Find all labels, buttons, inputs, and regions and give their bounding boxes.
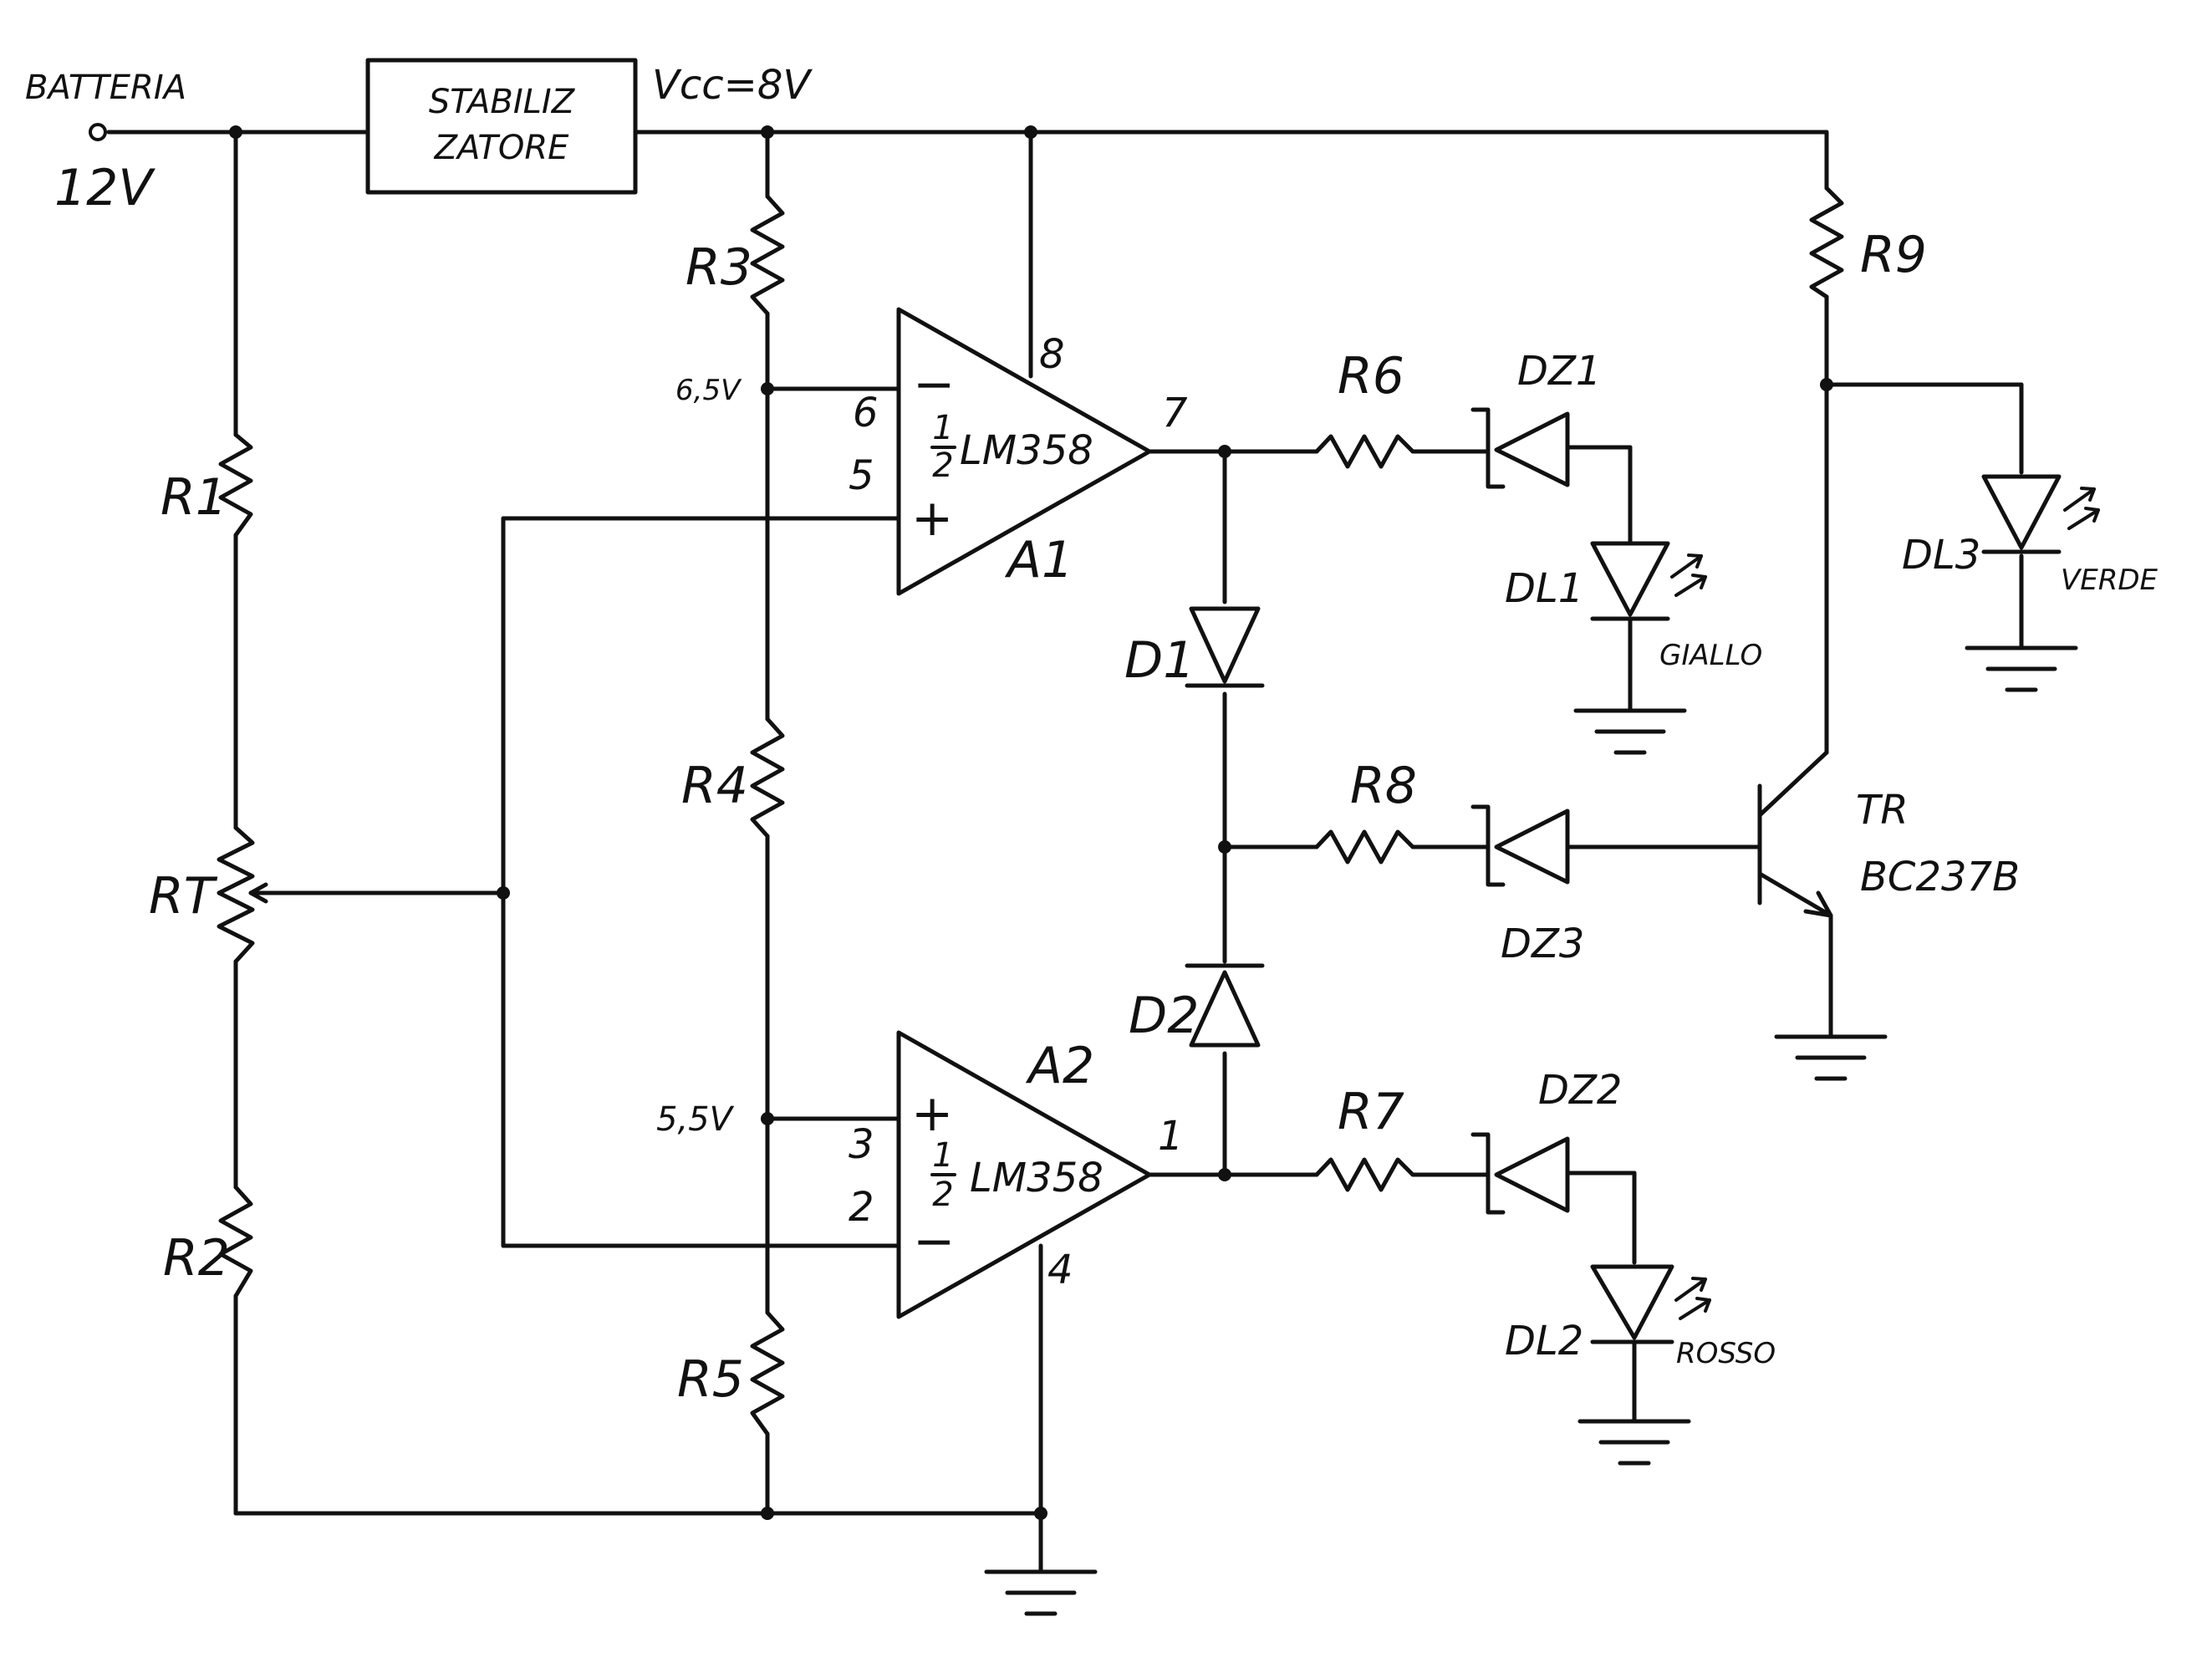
resistor-r8: [1314, 829, 1415, 865]
rt-label: RT: [149, 867, 218, 926]
led-dl2: [1590, 1264, 1711, 1344]
node-voltage-lower: 5,5V: [656, 1100, 735, 1139]
dz2-label: DZ2: [1538, 1067, 1622, 1114]
stabilizer-box: [365, 58, 638, 195]
resistor-rt: [217, 825, 268, 964]
resistor-r3: [750, 194, 785, 316]
ground-dl2: [1577, 1419, 1691, 1466]
junction-dots: [89, 123, 1833, 1520]
led-dl3: [1981, 474, 2100, 554]
pin5-label: 5: [849, 452, 874, 499]
zener-dz1: [1470, 407, 1570, 489]
vcc-label: Vcc=8V: [652, 62, 813, 109]
opamp-a1: [896, 307, 1152, 596]
resistor-r1: [218, 432, 253, 538]
half-lower-den: 2: [932, 1176, 953, 1214]
ground-main: [984, 1569, 1098, 1616]
resistor-r5: [750, 1310, 785, 1436]
r7-label: R7: [1338, 1083, 1404, 1141]
d1-label: D1: [1124, 631, 1195, 690]
diode-d1: [1185, 606, 1265, 688]
opamp-a2-label: A2: [1025, 1037, 1094, 1095]
ground-dl1: [1573, 708, 1687, 755]
opamp-a2: [896, 1030, 1152, 1319]
a2-plus-sign: +: [911, 1084, 953, 1143]
a1-plus-sign: +: [911, 489, 953, 548]
r6-label: R6: [1338, 347, 1404, 405]
r8-label: R8: [1350, 757, 1417, 815]
a1-minus-sign: −: [913, 355, 955, 414]
r9-label: R9: [1860, 226, 1927, 284]
opamp-a1-label: A1: [1004, 531, 1073, 589]
r4-label: R4: [681, 757, 748, 815]
dz1-label: DZ1: [1517, 348, 1601, 395]
pin1-label: 1: [1158, 1113, 1184, 1160]
dl2-label: DL2: [1505, 1318, 1583, 1364]
half-upper-den: 2: [932, 446, 953, 485]
r5-label: R5: [677, 1350, 744, 1409]
dl1-label: DL1: [1505, 565, 1583, 612]
resistor-r4: [750, 717, 785, 839]
transistor-tr: [1757, 750, 1833, 918]
ground-dl3: [1965, 645, 2078, 692]
a2-minus-sign: −: [913, 1212, 955, 1271]
verde-label: VERDE: [2061, 564, 2158, 597]
chip-lower-label: LM358: [970, 1155, 1103, 1201]
resistor-r6: [1314, 434, 1415, 469]
pin7-label: 7: [1162, 390, 1188, 436]
half-upper-num: 1: [932, 409, 953, 447]
half-lower-num: 1: [932, 1136, 953, 1175]
stabilizer-label-line1: STABILIZ: [429, 83, 576, 121]
stabilizer-label-line2: ZATORE: [434, 129, 570, 167]
wires: [106, 130, 2024, 1574]
r1-label: R1: [161, 468, 227, 527]
dz3-label: DZ3: [1501, 921, 1584, 967]
batteria-label: BATTERIA: [25, 69, 186, 107]
led-dl1: [1590, 541, 1707, 621]
ground-tr: [1774, 1034, 1888, 1081]
zener-dz3: [1470, 804, 1570, 887]
batteria-voltage-label: 12V: [54, 159, 155, 217]
giallo-label: GIALLO: [1659, 639, 1762, 672]
transistor-label: TR: [1856, 787, 1909, 834]
labels: BATTERIA 12V STABILIZ ZATORE Vcc=8V 6,5V…: [25, 62, 2158, 1409]
r2-label: R2: [163, 1229, 230, 1288]
resistor-r7: [1314, 1157, 1415, 1192]
pin8-label: 8: [1039, 331, 1065, 378]
rosso-label: ROSSO: [1676, 1337, 1776, 1370]
zener-dz2: [1470, 1132, 1570, 1215]
d2-label: D2: [1129, 987, 1199, 1045]
diode-d2: [1185, 963, 1265, 1048]
pin3-label: 3: [849, 1121, 874, 1168]
transistor-model-label: BC237B: [1860, 854, 2020, 900]
pin4-label: 4: [1047, 1247, 1073, 1293]
dl3-label: DL3: [1902, 532, 1980, 579]
chip-upper-label: LM358: [960, 427, 1093, 474]
pin6-label: 6: [853, 390, 879, 436]
resistor-r2: [218, 1185, 253, 1298]
resistor-r9: [1809, 186, 1844, 299]
r3-label: R3: [686, 238, 752, 297]
node-voltage-upper: 6,5V: [675, 374, 742, 407]
pin2-label: 2: [849, 1184, 874, 1231]
